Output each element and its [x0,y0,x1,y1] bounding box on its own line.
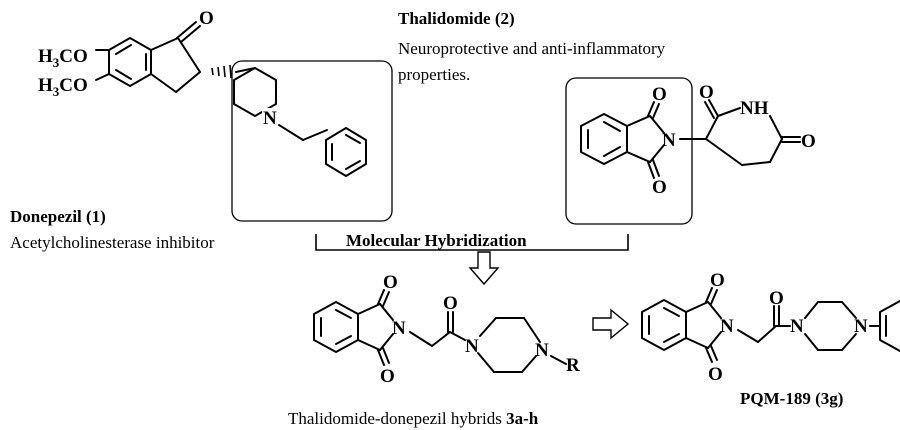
pqm-imide-oxygen-top: O [710,270,725,291]
hybrid-piperazine-nitrogen-2: N [535,340,549,361]
hybrid-r-group: R [566,355,580,376]
pqm-189-structure: N O O O N N [641,270,900,385]
hybrid-piperazine-nitrogen-1: N [465,336,479,357]
donepezil-ketone-oxygen: O [199,8,214,29]
hybrid-3a-h-structure: N O O O N N R [313,272,580,387]
pqm-amide-oxygen: O [769,288,784,309]
thalidomide-imide-oxygen-top: O [652,84,667,105]
pqm-189-name: PQM-189 (3g) [740,389,843,408]
hybridization-bracket [315,234,629,251]
pqm-piperazine-nitrogen-1: N [790,316,804,337]
hybridization-arrow [468,251,500,286]
hybrid-amide-oxygen: O [443,293,458,314]
thalidomide-glutarimide-oxygen-right: O [801,131,816,152]
pqm-piperazine-nitrogen-2: N [854,316,868,337]
hybrid-imide-nitrogen: N [392,318,406,339]
donepezil-structure: O H3CO H3CO N [38,8,393,222]
donepezil-piperidine-nitrogen: N [263,108,277,129]
thalidomide-structure: N O O NH O O [565,77,816,225]
hybrid-imide-oxygen-bottom: O [380,366,395,387]
hybridization-label: Molecular Hybridization [346,231,527,250]
thalidomide-glutarimide-nh: NH [740,98,769,119]
thalidomide-name: Thalidomide (2) [398,9,515,28]
thalidomide-description-line1: Neuroprotective and anti-inflammatory [398,39,666,58]
optimization-arrow [592,308,630,340]
hybrid-imide-oxygen-top: O [383,272,398,293]
thalidomide-description-line2: properties. [398,65,470,84]
hybrid-caption: Thalidomide-donepezil hybrids 3a-h [288,409,539,428]
pqm-imide-oxygen-bottom: O [708,364,723,385]
thalidomide-imide-nitrogen: N [662,130,676,151]
thalidomide-glutarimide-oxygen-top: O [699,82,714,103]
donepezil-methoxy-1: H3CO [38,46,88,70]
pqm-imide-nitrogen: N [720,316,734,337]
donepezil-methoxy-2: H3CO [38,75,88,99]
thalidomide-imide-oxygen-bottom: O [652,177,667,198]
donepezil-name: Donepezil (1) [10,207,106,226]
donepezil-description: Acetylcholinesterase inhibitor [10,233,215,252]
